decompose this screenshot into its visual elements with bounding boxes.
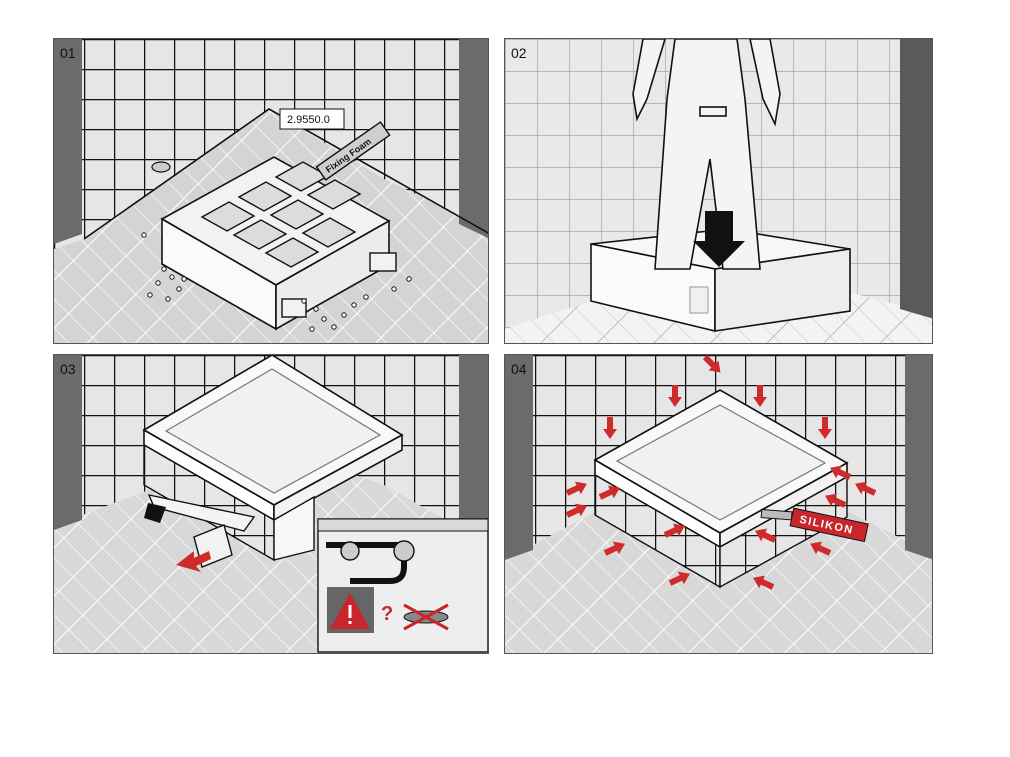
step-01-illustration: Fixing Foam 2.9550.0 [54, 39, 488, 343]
saw-icon [144, 494, 256, 532]
step-panel-04: 04 [504, 354, 933, 654]
press-arrow-icon [176, 551, 211, 572]
down-arrow-icon [693, 211, 745, 267]
foam-granules [141, 232, 412, 332]
step-number: 04 [511, 361, 527, 377]
support-block [160, 156, 397, 331]
warning-icon [327, 587, 374, 633]
step-03-illustration: ? [54, 355, 488, 653]
warning-question: ? [381, 603, 393, 625]
step-02-illustration [505, 39, 932, 343]
step-number: 02 [511, 45, 527, 61]
step-panel-02: 02 [504, 38, 933, 344]
step-number: 01 [60, 45, 76, 61]
shower-tray [142, 355, 404, 562]
step-panel-03: 03 [53, 354, 489, 654]
person-figure [632, 39, 781, 270]
shower-tray [593, 389, 849, 589]
drain-inset: ? [317, 518, 488, 653]
product-code: 2.9550.0 [287, 114, 330, 126]
step-04-illustration: SILIKON [505, 355, 932, 653]
step-panel-01: 01 [53, 38, 489, 344]
step-number: 03 [60, 361, 76, 377]
